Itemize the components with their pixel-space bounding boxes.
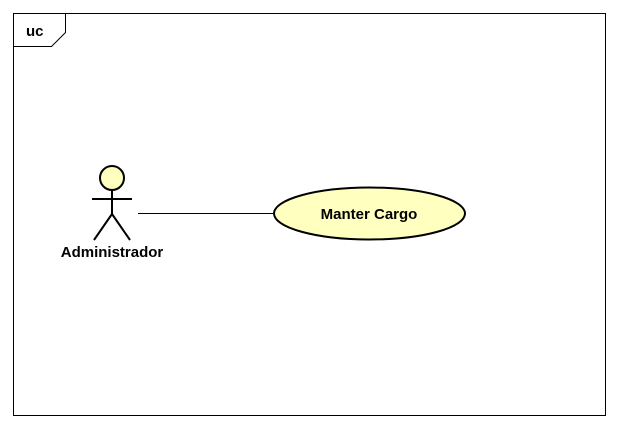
- stick-figure-icon: [92, 165, 132, 241]
- use-case-manter-cargo[interactable]: Manter Cargo: [273, 186, 466, 241]
- actor-label: Administrador: [61, 244, 164, 261]
- actor-left-leg: [93, 213, 113, 241]
- frame-tag-shape: [13, 13, 66, 47]
- actor-right-leg: [111, 213, 131, 241]
- use-case-ellipse: [273, 186, 466, 241]
- actor-head: [99, 165, 125, 191]
- frame-tag: uc: [13, 13, 66, 47]
- frame-tag-label: uc: [26, 23, 44, 40]
- actor-administrador[interactable]: Administrador: [61, 165, 164, 261]
- use-case-label: Manter Cargo: [321, 206, 418, 223]
